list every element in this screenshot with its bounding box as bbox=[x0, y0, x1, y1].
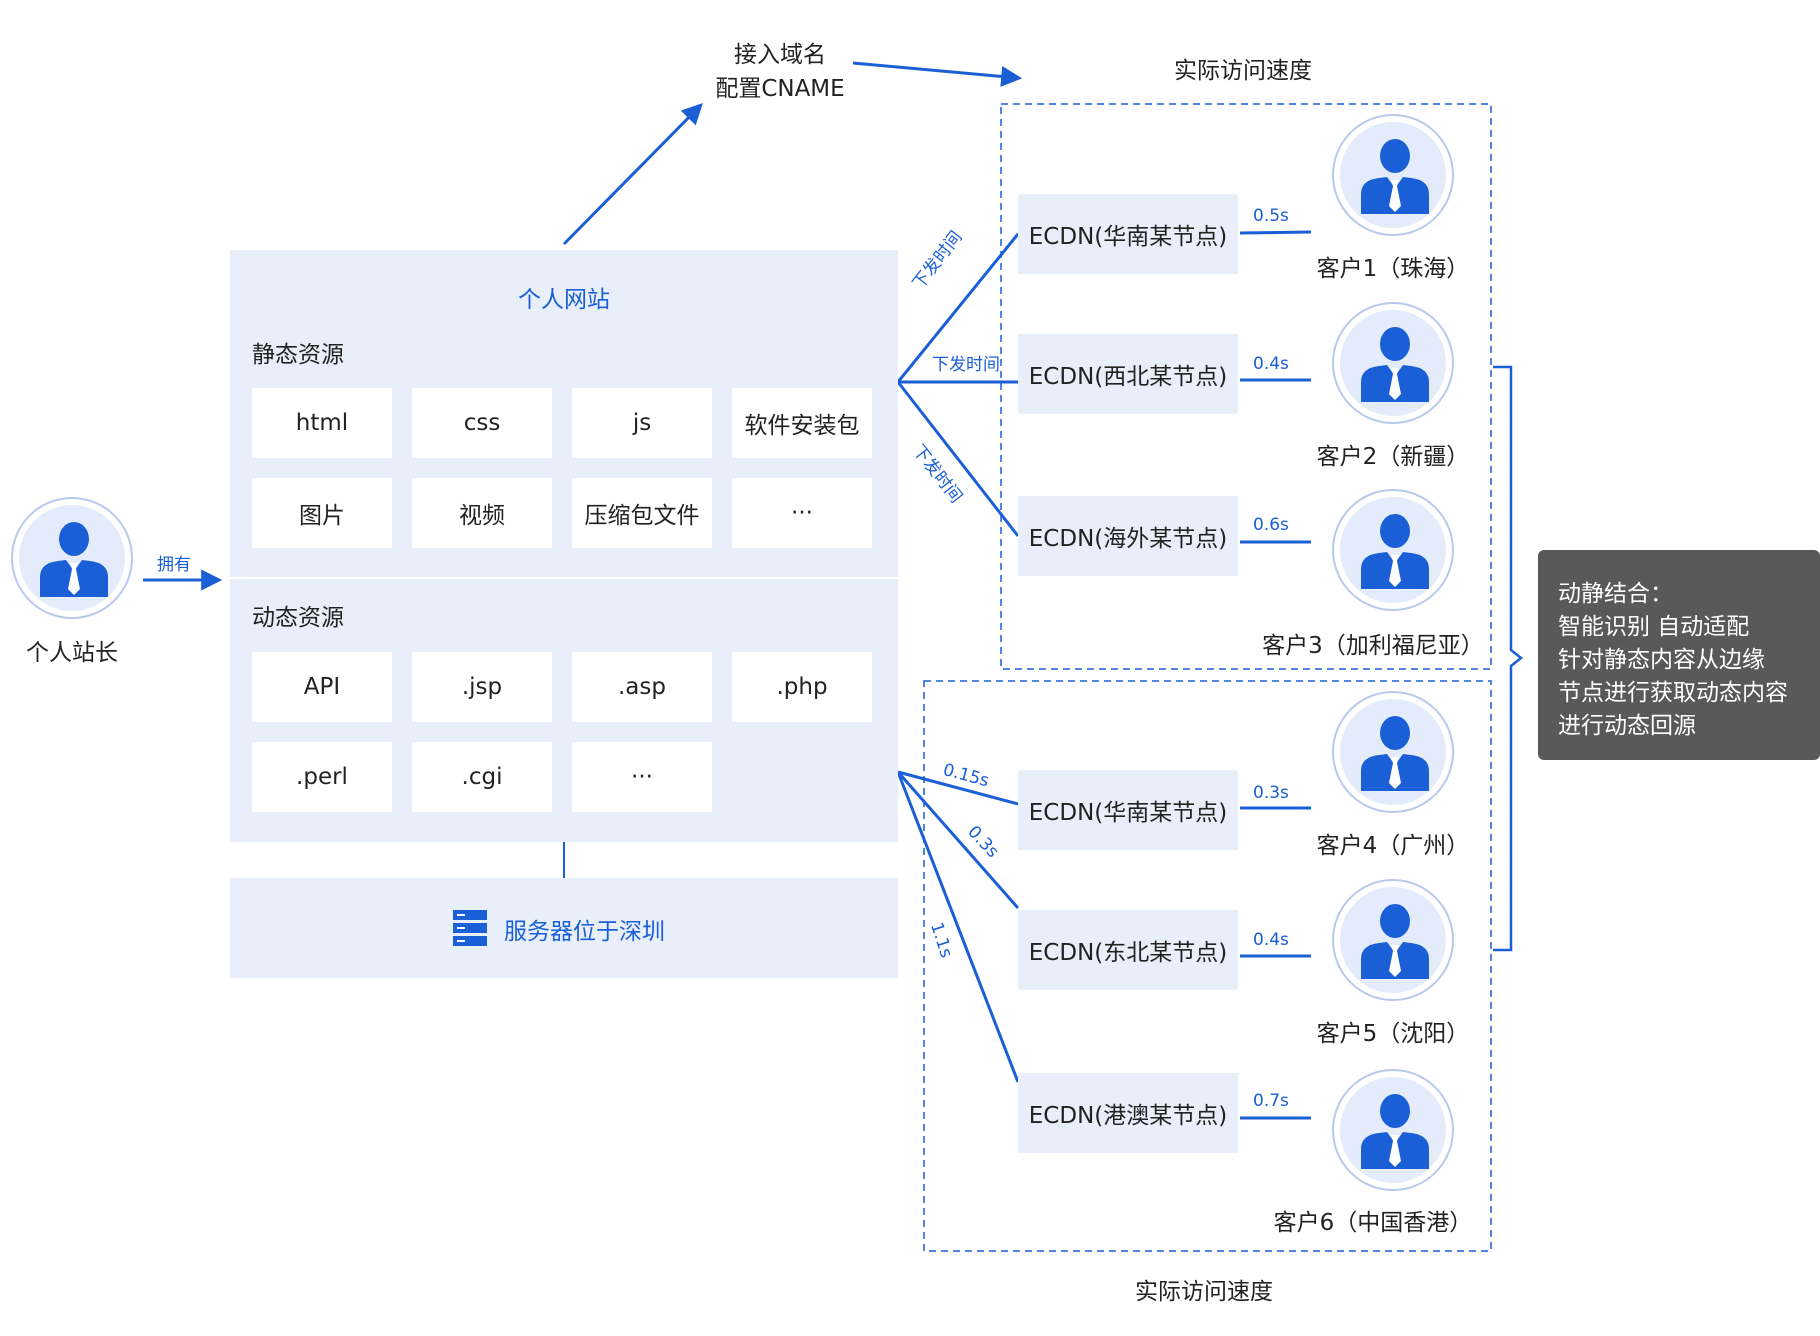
person-icon bbox=[1361, 904, 1429, 979]
customer-label: 客户5（沈阳） bbox=[1316, 1021, 1470, 1047]
section-divider bbox=[230, 577, 898, 579]
server-icon bbox=[453, 910, 487, 946]
owner-edge-label: 拥有 bbox=[157, 555, 191, 575]
person-icon bbox=[40, 522, 108, 597]
latency-label: 0.6s bbox=[1253, 515, 1289, 535]
latency-label: 0.7s bbox=[1253, 1091, 1289, 1111]
static-item: css bbox=[412, 388, 552, 458]
server-bar: 服务器位于深圳 bbox=[230, 878, 898, 978]
dynamic-item: .php bbox=[732, 652, 872, 722]
dynamic-item: API bbox=[252, 652, 392, 722]
dynamic-item: ··· bbox=[572, 742, 712, 812]
static-item: 图片 bbox=[252, 478, 392, 548]
customer-label: 客户2（新疆） bbox=[1316, 444, 1470, 470]
latency-label: 0.3s bbox=[1253, 783, 1289, 803]
static-item: html bbox=[252, 388, 392, 458]
server-label: 服务器位于深圳 bbox=[504, 919, 665, 945]
speed-label-top: 实际访问速度 bbox=[1174, 58, 1312, 84]
speed-arrow bbox=[852, 61, 1023, 87]
customer-avatar bbox=[1332, 1069, 1454, 1191]
distribute-label: 下发时间 bbox=[932, 355, 1000, 375]
speed-label-bottom: 实际访问速度 bbox=[1135, 1279, 1273, 1305]
latency-label: 0.4s bbox=[1253, 930, 1289, 950]
static-item: js bbox=[572, 388, 712, 458]
owner-label: 个人站长 bbox=[26, 640, 118, 666]
customer-avatar bbox=[1332, 879, 1454, 1001]
person-icon bbox=[1361, 327, 1429, 402]
website-panel: 个人网站 静态资源 html css js 软件安装包 图片 视频 压缩包文件 … bbox=[230, 250, 898, 842]
callout-line: 进行动态回源 bbox=[1558, 713, 1696, 739]
static-label: 静态资源 bbox=[252, 342, 344, 368]
dynamic-item: .jsp bbox=[412, 652, 552, 722]
ecdn-node: ECDN(海外某节点) bbox=[1018, 496, 1238, 576]
ecdn-node: ECDN(西北某节点) bbox=[1018, 334, 1238, 414]
customer-avatar bbox=[1332, 302, 1454, 424]
customer-label: 客户6（中国香港） bbox=[1273, 1210, 1473, 1236]
cname-arrow bbox=[562, 103, 703, 246]
owner-avatar bbox=[11, 497, 133, 619]
dynamic-item: .asp bbox=[572, 652, 712, 722]
bracket bbox=[1493, 365, 1524, 952]
static-group-box bbox=[1000, 103, 1492, 670]
person-icon bbox=[1361, 514, 1429, 589]
cname-line2: 配置CNAME bbox=[715, 76, 845, 102]
dynamic-item: .perl bbox=[252, 742, 392, 812]
latency-label: 0.4s bbox=[1253, 354, 1289, 374]
person-icon bbox=[1361, 716, 1429, 791]
static-item: 视频 bbox=[412, 478, 552, 548]
dynamic-item: .cgi bbox=[412, 742, 552, 812]
callout-line: 节点进行获取动态内容 bbox=[1558, 680, 1788, 706]
static-item: 软件安装包 bbox=[732, 388, 872, 458]
callout-line: 动静结合： bbox=[1558, 581, 1673, 607]
ecdn-node: ECDN(华南某节点) bbox=[1018, 194, 1238, 274]
static-item: ··· bbox=[732, 478, 872, 548]
website-title: 个人网站 bbox=[518, 287, 610, 313]
ecdn-node: ECDN(东北某节点) bbox=[1018, 910, 1238, 990]
customer-label: 客户1（珠海） bbox=[1316, 256, 1470, 282]
dynamic-group-box bbox=[923, 680, 1492, 1252]
latency-label: 0.5s bbox=[1253, 206, 1289, 226]
customer-label: 客户3（加利福尼亚） bbox=[1262, 633, 1484, 659]
cname-step: 接入域名 配置CNAME bbox=[690, 38, 870, 106]
dynamic-label: 动态资源 bbox=[252, 605, 344, 631]
ecdn-node: ECDN(港澳某节点) bbox=[1018, 1073, 1238, 1153]
person-icon bbox=[1361, 139, 1429, 214]
customer-avatar bbox=[1332, 114, 1454, 236]
callout-line: 针对静态内容从边缘 bbox=[1558, 647, 1765, 673]
ecdn-node: ECDN(华南某节点) bbox=[1018, 770, 1238, 850]
customer-label: 客户4（广州） bbox=[1316, 833, 1470, 859]
callout-box: 动静结合： 智能识别 自动适配 针对静态内容从边缘 节点进行获取动态内容 进行动… bbox=[1538, 550, 1820, 760]
static-item: 压缩包文件 bbox=[572, 478, 712, 548]
person-icon bbox=[1361, 1094, 1429, 1169]
cname-line1: 接入域名 bbox=[734, 42, 826, 68]
customer-avatar bbox=[1332, 489, 1454, 611]
customer-avatar bbox=[1332, 691, 1454, 813]
callout-line: 智能识别 自动适配 bbox=[1558, 614, 1750, 640]
